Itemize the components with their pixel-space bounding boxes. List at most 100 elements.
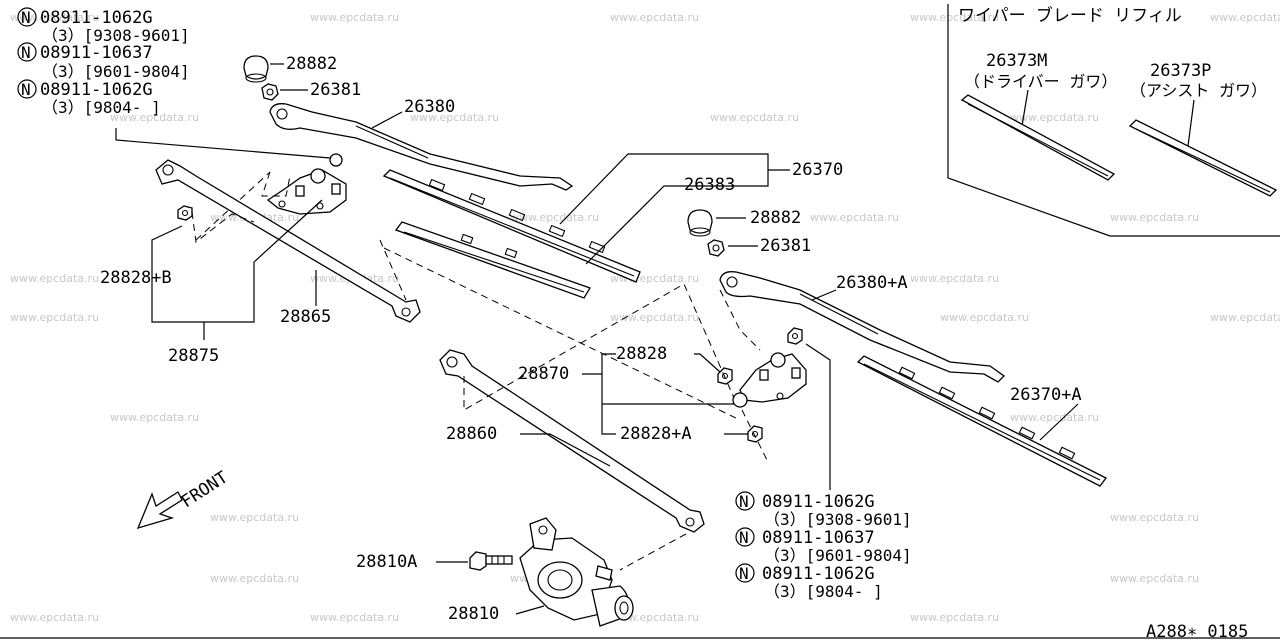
note-right-3-spec: （3）[9804- ]	[764, 582, 883, 601]
watermark: www.epcdata.ru	[310, 11, 399, 24]
leader-line	[1187, 99, 1195, 147]
watermark: www.epcdata.ru	[1210, 11, 1280, 24]
watermark: www.epcdata.ru	[610, 11, 699, 24]
wiper-blade-left	[382, 169, 641, 283]
pivot-bracket-right	[732, 352, 807, 408]
label-pivot-a[interactable]: 28828+A	[620, 424, 692, 444]
label-nut-left[interactable]: 26381	[310, 80, 361, 100]
leader-line	[371, 111, 403, 129]
note-n-letter: N	[739, 528, 749, 547]
watermark: www.epcdata.ru	[210, 511, 299, 524]
label-blade-right[interactable]: 26370+A	[1010, 385, 1082, 405]
label-nut-right[interactable]: 26381	[760, 236, 811, 256]
watermark: www.epcdata.ru	[1210, 311, 1280, 324]
watermark: www.epcdata.ru	[210, 572, 299, 585]
note-n-symbol	[17, 42, 37, 62]
watermark: www.epcdata.ru	[910, 272, 999, 285]
wiper-blade-right	[856, 355, 1107, 487]
label-link-short[interactable]: 28865	[280, 307, 331, 327]
refill-title: ワイパー ブレード リフィル	[958, 5, 1182, 26]
leader-line	[520, 433, 611, 467]
note-right-1-part[interactable]: 08911-1062G	[762, 492, 875, 512]
refill-strip-driver	[960, 94, 1116, 181]
wiper-blade-refill-left	[394, 221, 591, 299]
leader-line	[559, 153, 769, 225]
watermark: www.epcdata.ru	[10, 272, 99, 285]
watermark: www.epcdata.ru	[910, 611, 999, 624]
leader-line	[811, 289, 837, 301]
note-n-symbol	[17, 79, 37, 99]
assembly-dash	[191, 211, 255, 243]
watermark: www.epcdata.ru	[1110, 211, 1199, 224]
notes-left: N 08911-1062G （3）[9308-9601] N 08911-106…	[17, 7, 331, 159]
wiper-arm-right	[719, 271, 1006, 383]
label-linkage-assy[interactable]: 28875	[168, 346, 219, 366]
label-pivot-b[interactable]: 28828+B	[100, 268, 172, 288]
note-n-symbol	[735, 491, 755, 511]
cap-right	[687, 209, 713, 237]
watermark: www.epcdata.ru	[1110, 572, 1199, 585]
wiper-motor	[519, 517, 634, 627]
label-link-long[interactable]: 28860	[446, 424, 497, 444]
watermark: www.epcdata.ru	[10, 11, 99, 24]
diagram-code: A288∗ 0185	[1146, 622, 1248, 640]
refill-box-border	[947, 4, 1280, 237]
note-left-3-part[interactable]: 08911-1062G	[40, 80, 153, 100]
assembly-dash	[619, 533, 687, 571]
assembly-dash	[719, 289, 761, 351]
refill-driver-side-label: （ドライバー ガワ）	[964, 72, 1117, 91]
note-left-3-spec: （3）[9804- ]	[42, 98, 161, 117]
link-rod-long	[439, 349, 705, 533]
nut-pivot-right-top	[787, 327, 803, 345]
assembly-dash	[383, 247, 741, 421]
watermark: www.epcdata.ru	[310, 611, 399, 624]
leader-line	[1039, 403, 1079, 441]
front-arrow-icon	[136, 491, 183, 530]
assembly-dash	[463, 283, 735, 411]
note-left-1-part[interactable]: 08911-1062G	[40, 8, 153, 28]
watermark-layer: www.epcdata.ru www.epcdata.ru www.epcdat…	[10, 11, 1280, 624]
label-bolt[interactable]: 28810A	[356, 552, 417, 572]
watermark: www.epcdata.ru	[940, 311, 1029, 324]
note-n-symbol	[735, 563, 755, 583]
assembly-dash	[379, 239, 407, 301]
watermark: www.epcdata.ru	[410, 111, 499, 124]
nut-pivot-a	[747, 425, 763, 443]
nut-left	[261, 83, 279, 101]
watermark: www.epcdata.ru	[1010, 411, 1099, 424]
leader-line	[115, 128, 331, 159]
nut-pivot	[717, 367, 733, 385]
refill-driver-part-number[interactable]: 26373M	[986, 51, 1047, 71]
watermark: www.epcdata.ru	[710, 111, 799, 124]
watermark: www.epcdata.ru	[910, 11, 999, 24]
label-pivot[interactable]: 28828	[616, 344, 667, 364]
note-n-letter: N	[21, 43, 31, 62]
link-rod-short	[155, 159, 421, 323]
label-blade-set[interactable]: 26370	[792, 160, 843, 180]
assembly-dash	[261, 171, 291, 197]
label-cap-left[interactable]: 28882	[286, 54, 337, 74]
pivot-bracket-left	[266, 153, 347, 215]
watermark: www.epcdata.ru	[1110, 511, 1199, 524]
note-right-2-part[interactable]: 08911-10637	[762, 528, 875, 548]
note-left-2-part[interactable]: 08911-10637	[40, 43, 153, 63]
watermark: www.epcdata.ru	[510, 211, 599, 224]
label-blade-left[interactable]: 26383	[684, 175, 735, 195]
label-cap-right[interactable]: 28882	[750, 208, 801, 228]
refill-section: ワイパー ブレード リフィル 26373M （ドライバー ガワ） 26373P …	[947, 4, 1280, 237]
notes-right: N 08911-1062G （3）[9308-9601] N 08911-106…	[735, 343, 912, 601]
note-n-letter: N	[21, 8, 31, 27]
refill-strip-assist	[1128, 119, 1278, 197]
label-arm-left[interactable]: 26380	[404, 97, 455, 117]
label-linkage[interactable]: 28870	[518, 364, 569, 384]
leader-line	[515, 605, 545, 615]
refill-assist-part-number[interactable]: 26373P	[1150, 61, 1211, 81]
note-n-symbol	[735, 527, 755, 547]
note-n-letter: N	[739, 492, 749, 511]
cap-left	[243, 55, 269, 83]
label-arm-right[interactable]: 26380+A	[836, 273, 908, 293]
note-right-3-part[interactable]: 08911-1062G	[762, 564, 875, 584]
label-motor[interactable]: 28810	[448, 604, 499, 624]
